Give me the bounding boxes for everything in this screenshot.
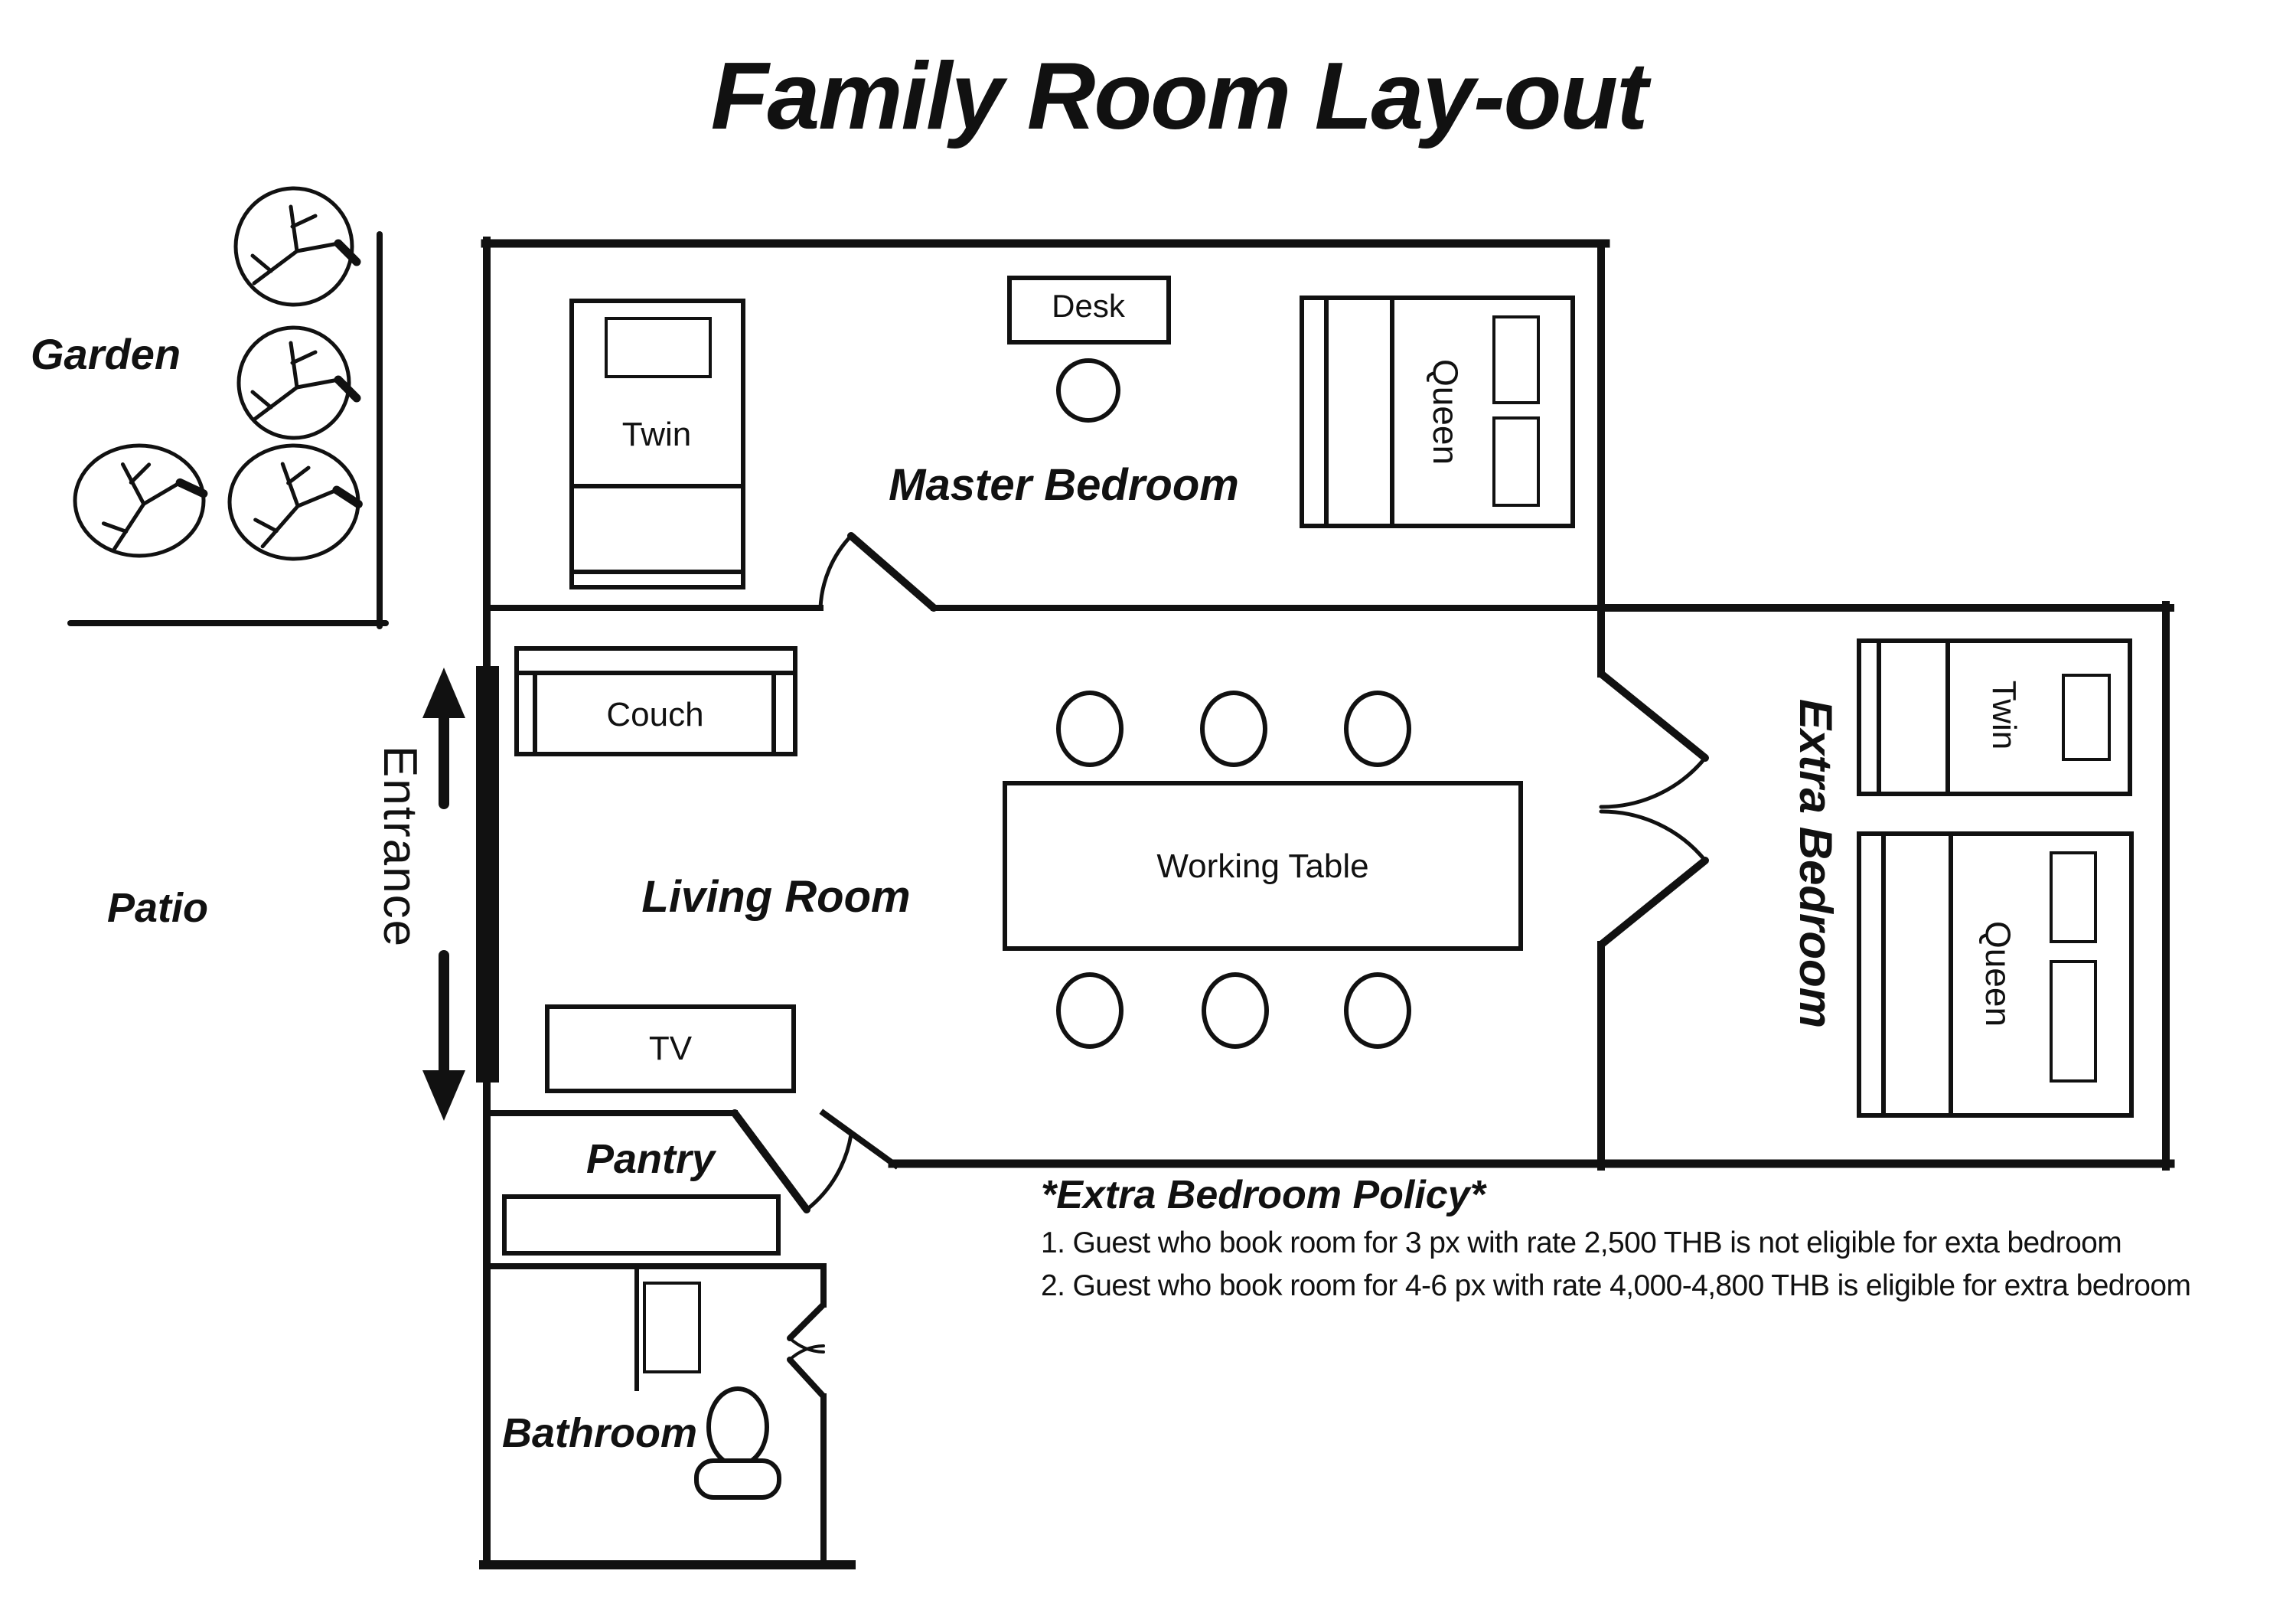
garden-trees bbox=[73, 186, 363, 561]
working-table-label: Working Table bbox=[1156, 847, 1369, 885]
garden-border bbox=[67, 231, 389, 629]
table-chair bbox=[1344, 691, 1411, 767]
working-table bbox=[1003, 781, 1523, 951]
patio-label: Patio bbox=[107, 885, 209, 931]
extra-queen-bed-footline bbox=[1881, 834, 1886, 1115]
page-title: Family Room Lay-out bbox=[710, 44, 1649, 150]
extra-bedroom-label: Extra Bedroom bbox=[1789, 698, 1840, 1029]
master-bedroom-door bbox=[818, 532, 938, 612]
pillow bbox=[2062, 674, 2111, 761]
bathroom-door bbox=[787, 1301, 827, 1399]
master-bedroom-label: Master Bedroom bbox=[889, 462, 1239, 511]
desk-chair bbox=[1056, 358, 1120, 423]
living-room-label: Living Room bbox=[641, 874, 911, 923]
master-twin-bed-label: Twin bbox=[621, 415, 692, 453]
pillow bbox=[605, 317, 712, 378]
tree-icon bbox=[73, 442, 210, 558]
pillow bbox=[1492, 416, 1540, 507]
couch-backrest-line bbox=[517, 671, 794, 675]
tree-icon bbox=[236, 325, 357, 440]
pillow bbox=[1492, 315, 1540, 404]
master-twin-bed-footline bbox=[572, 570, 742, 574]
master-queen-bed-footline bbox=[1390, 299, 1394, 525]
policy-item: 1. Guest who book room for 3 px with rat… bbox=[1041, 1226, 2122, 1260]
couch-armrest-line bbox=[533, 674, 537, 753]
table-chair bbox=[1056, 691, 1124, 767]
table-chair bbox=[1200, 691, 1267, 767]
policy-title: *Extra Bedroom Policy* bbox=[1041, 1171, 1486, 1217]
table-chair bbox=[1202, 972, 1269, 1049]
master-queen-bed-footline bbox=[1324, 299, 1329, 525]
bathroom-label: Bathroom bbox=[502, 1410, 697, 1456]
policy-item: 2. Guest who book room for 4-6 px with r… bbox=[1041, 1269, 2191, 1303]
couch bbox=[514, 646, 797, 756]
tree-icon bbox=[227, 443, 363, 561]
walls bbox=[479, 237, 2175, 1569]
toilet-icon bbox=[694, 1386, 781, 1500]
entrance-label: Entrance bbox=[373, 745, 427, 949]
extra-twin-bed-footline bbox=[1945, 642, 1950, 793]
extra-queen-bed-label: Queen bbox=[1978, 920, 2018, 1027]
extra-twin-bed-footline bbox=[1877, 642, 1881, 793]
pillow bbox=[2050, 851, 2097, 943]
tv bbox=[545, 1004, 796, 1093]
pillow bbox=[2050, 960, 2097, 1083]
table-chair bbox=[1344, 972, 1411, 1049]
entrance-up-arrow-icon bbox=[422, 668, 465, 809]
master-twin-bed-footline bbox=[572, 484, 742, 488]
pantry-label: Pantry bbox=[586, 1136, 716, 1182]
couch-label: Couch bbox=[606, 695, 704, 733]
master-queen-bed-label: Queen bbox=[1426, 358, 1466, 465]
pantry-counter bbox=[502, 1194, 781, 1256]
entrance-door-bar bbox=[476, 666, 499, 1083]
tv-label: TV bbox=[648, 1029, 693, 1067]
entrance-down-arrow-icon bbox=[422, 950, 465, 1121]
garden-label: Garden bbox=[31, 331, 181, 378]
table-chair bbox=[1056, 972, 1124, 1049]
extra-bedroom-door bbox=[1597, 670, 1709, 949]
tree-icon bbox=[233, 186, 357, 307]
bathroom-sink bbox=[643, 1282, 701, 1373]
desk bbox=[1007, 276, 1171, 345]
desk-label: Desk bbox=[1052, 289, 1125, 325]
extra-queen-bed-footline bbox=[1949, 834, 1953, 1115]
pantry-door bbox=[731, 1109, 853, 1213]
couch-armrest-line bbox=[771, 674, 776, 753]
extra-twin-bed-label: Twin bbox=[1985, 680, 2024, 750]
